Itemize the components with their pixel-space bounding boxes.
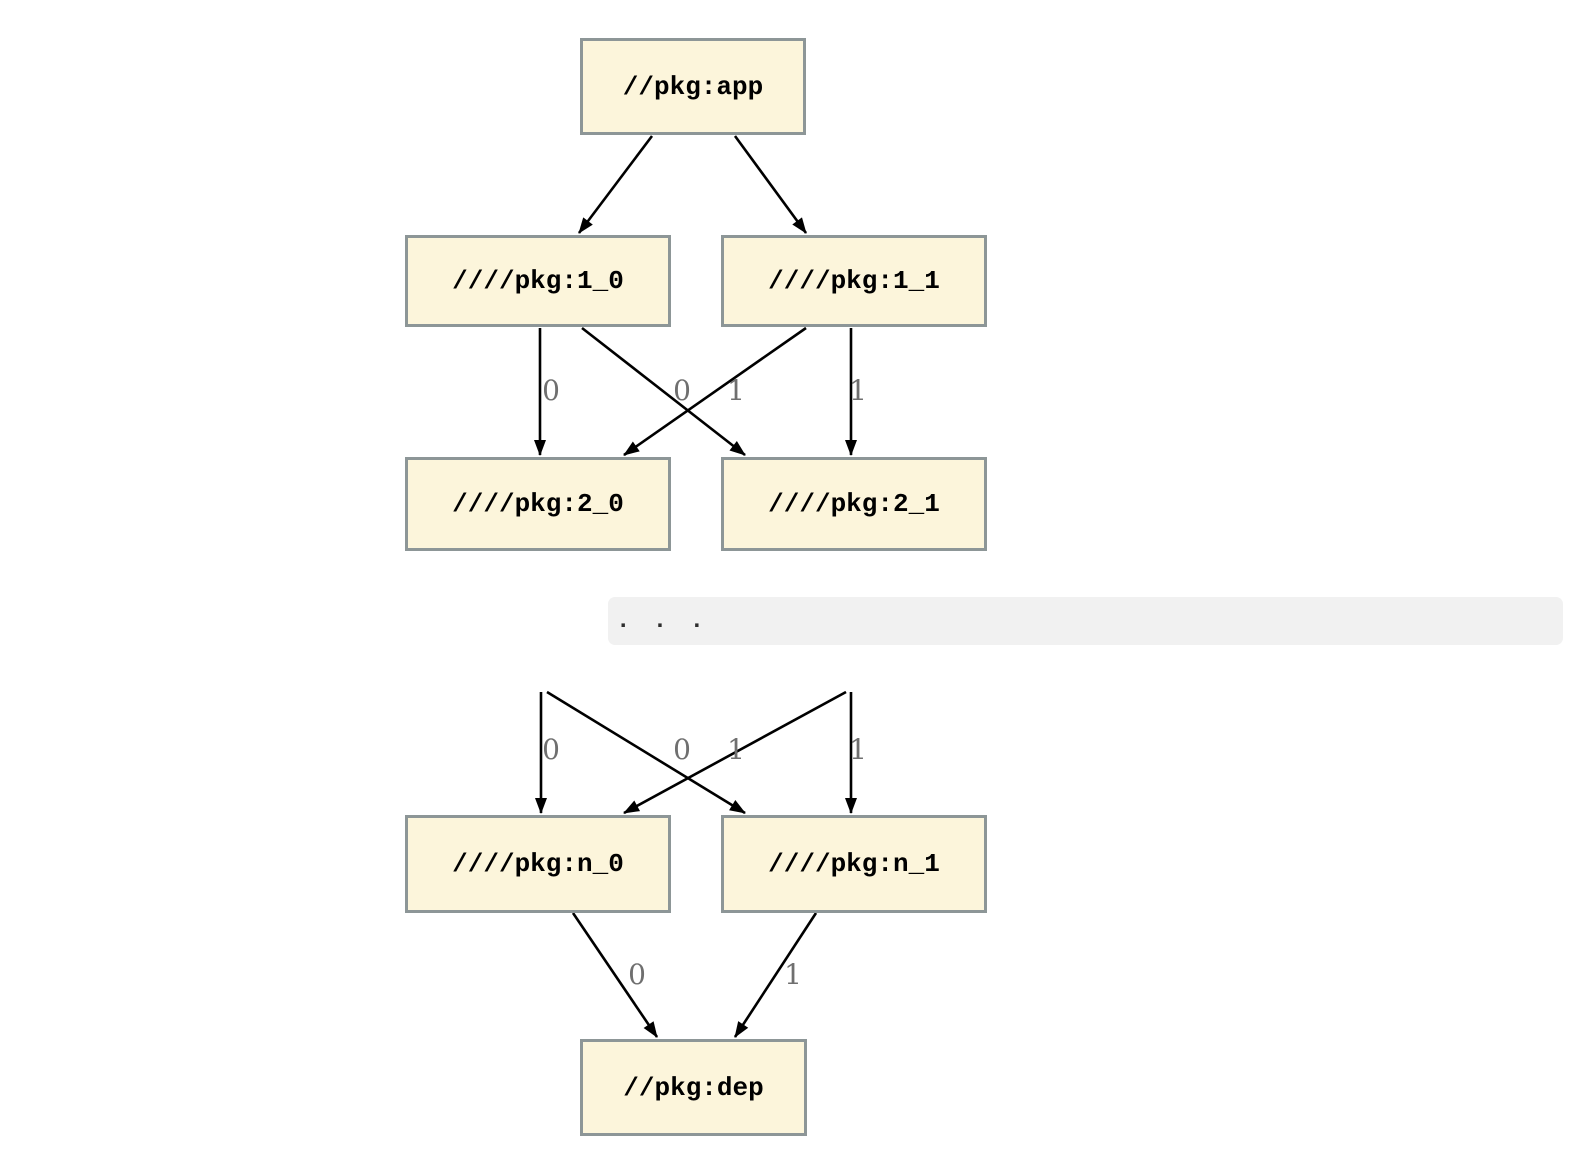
- edge-1_1-to-2_0: [623, 326, 807, 457]
- node-pkg-2-0: ////pkg:2_0: [405, 457, 671, 551]
- node-pkg-1-1: ////pkg:1_1: [721, 235, 987, 327]
- node-pkg-n-0: ////pkg:n_0: [405, 815, 671, 913]
- edge-1_0-to-2_1: [581, 326, 746, 457]
- node-pkg-n-1: ////pkg:n_1: [721, 815, 987, 913]
- node-pkg-n-1-label: ////pkg:n_1: [768, 849, 940, 879]
- node-pkg-2-1: ////pkg:2_1: [721, 457, 987, 551]
- edge-label-1_0-to-2_0: 0: [542, 374, 560, 407]
- edge-label-1_0-to-2_1: 1: [727, 374, 745, 407]
- node-pkg-app: //pkg:app: [580, 38, 806, 135]
- edge-label-1_1-to-2_0: 0: [673, 374, 691, 407]
- edge-label-n_1-to-dep: 1: [784, 958, 802, 991]
- edge-n_1-to-dep: [733, 912, 818, 1038]
- ellipsis-dots: . . .: [616, 607, 709, 635]
- edge-app-to-1_0: [577, 135, 654, 234]
- node-pkg-n-0-label: ////pkg:n_0: [452, 849, 624, 879]
- node-pkg-1-0: ////pkg:1_0: [405, 235, 671, 327]
- node-pkg-dep-label: //pkg:dep: [623, 1072, 764, 1103]
- edge-app-to-1_1: [733, 135, 808, 234]
- node-pkg-dep: //pkg:dep: [580, 1039, 807, 1136]
- node-pkg-app-label: //pkg:app: [622, 71, 764, 102]
- edge-label-n_0-to-dep: 0: [628, 958, 646, 991]
- edge-label-1_1-to-2_1: 1: [849, 374, 867, 407]
- node-pkg-1-0-label: ////pkg:1_0: [452, 266, 624, 296]
- edge-label-ellipsis-to-n_0-cross: 0: [673, 733, 691, 766]
- edge-label-ellipsis-to-n_1-cross: 1: [727, 733, 745, 766]
- ellipsis-bar: . . .: [608, 597, 1563, 645]
- node-pkg-2-0-label: ////pkg:2_0: [452, 489, 624, 519]
- edge-ellipsis-to-n_1-cross: [546, 690, 746, 815]
- edge-label-ellipsis-to-n_0-straight: 0: [542, 733, 560, 766]
- node-pkg-2-1-label: ////pkg:2_1: [768, 489, 940, 519]
- edge-label-ellipsis-to-n_1-straight: 1: [849, 733, 867, 766]
- node-pkg-1-1-label: ////pkg:1_1: [768, 266, 940, 296]
